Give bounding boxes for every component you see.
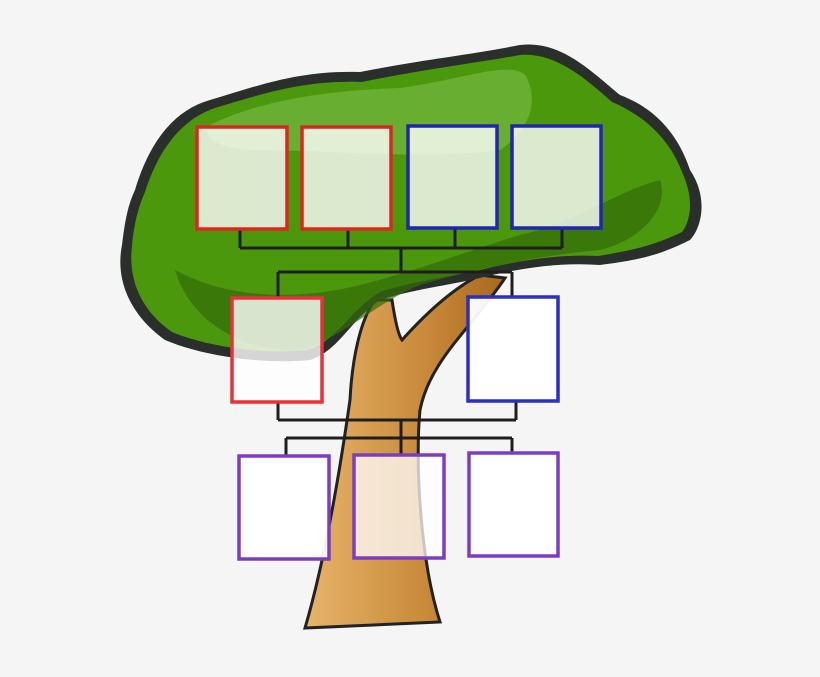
grandparent-box-maternal-2[interactable] <box>510 124 603 230</box>
child-box-1[interactable] <box>237 454 331 561</box>
parents-row <box>230 295 560 404</box>
grandparent-box-maternal-1[interactable] <box>406 124 499 230</box>
child-box-3[interactable] <box>467 451 560 558</box>
children-row <box>237 451 560 561</box>
grandparents-row <box>195 124 603 231</box>
grandparent-box-paternal-2[interactable] <box>300 125 393 231</box>
child-box-2[interactable] <box>352 453 446 560</box>
grandparent-box-paternal-1[interactable] <box>195 125 289 231</box>
parent-box-mother[interactable] <box>466 295 560 403</box>
connector-lines <box>238 228 564 456</box>
parent-box-father[interactable] <box>230 296 324 404</box>
